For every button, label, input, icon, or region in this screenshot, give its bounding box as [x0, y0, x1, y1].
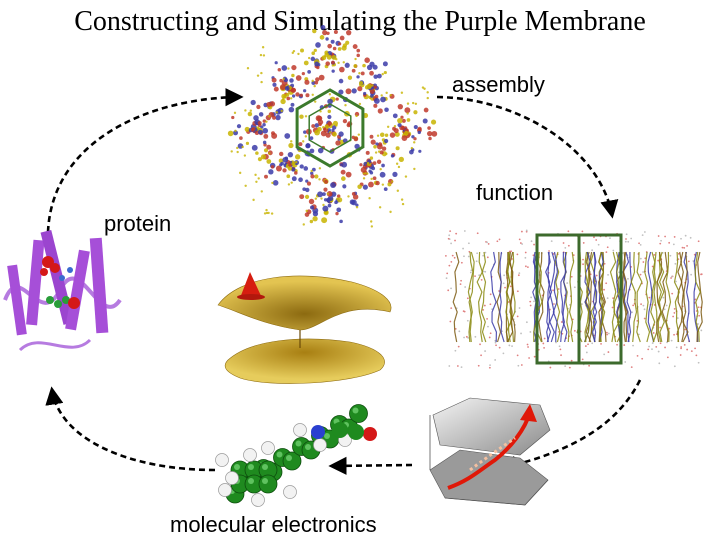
arrow-protein-to-assembly	[46, 88, 244, 233]
energy-surface-plot-image	[429, 397, 551, 506]
page-title: Constructing and Simulating the Purple M…	[74, 6, 646, 37]
arrow-plot-to-molecule	[328, 456, 413, 475]
assembly-label: assembly	[452, 72, 545, 97]
arrow-molecule-to-protein	[45, 386, 216, 472]
retinal-molecule-image	[215, 404, 377, 507]
molecular-electronics-label: molecular electronics	[170, 512, 377, 537]
potential-surface-image	[213, 270, 395, 394]
protein-label: protein	[104, 211, 172, 236]
arrow-assembly-to-function	[436, 95, 619, 219]
function-label: function	[476, 180, 554, 205]
membrane-slab-image	[443, 228, 705, 370]
protein-helix-image	[3, 229, 122, 352]
hexagonal-lattice-image	[227, 24, 438, 228]
arrow-function-to-plot	[498, 379, 642, 474]
